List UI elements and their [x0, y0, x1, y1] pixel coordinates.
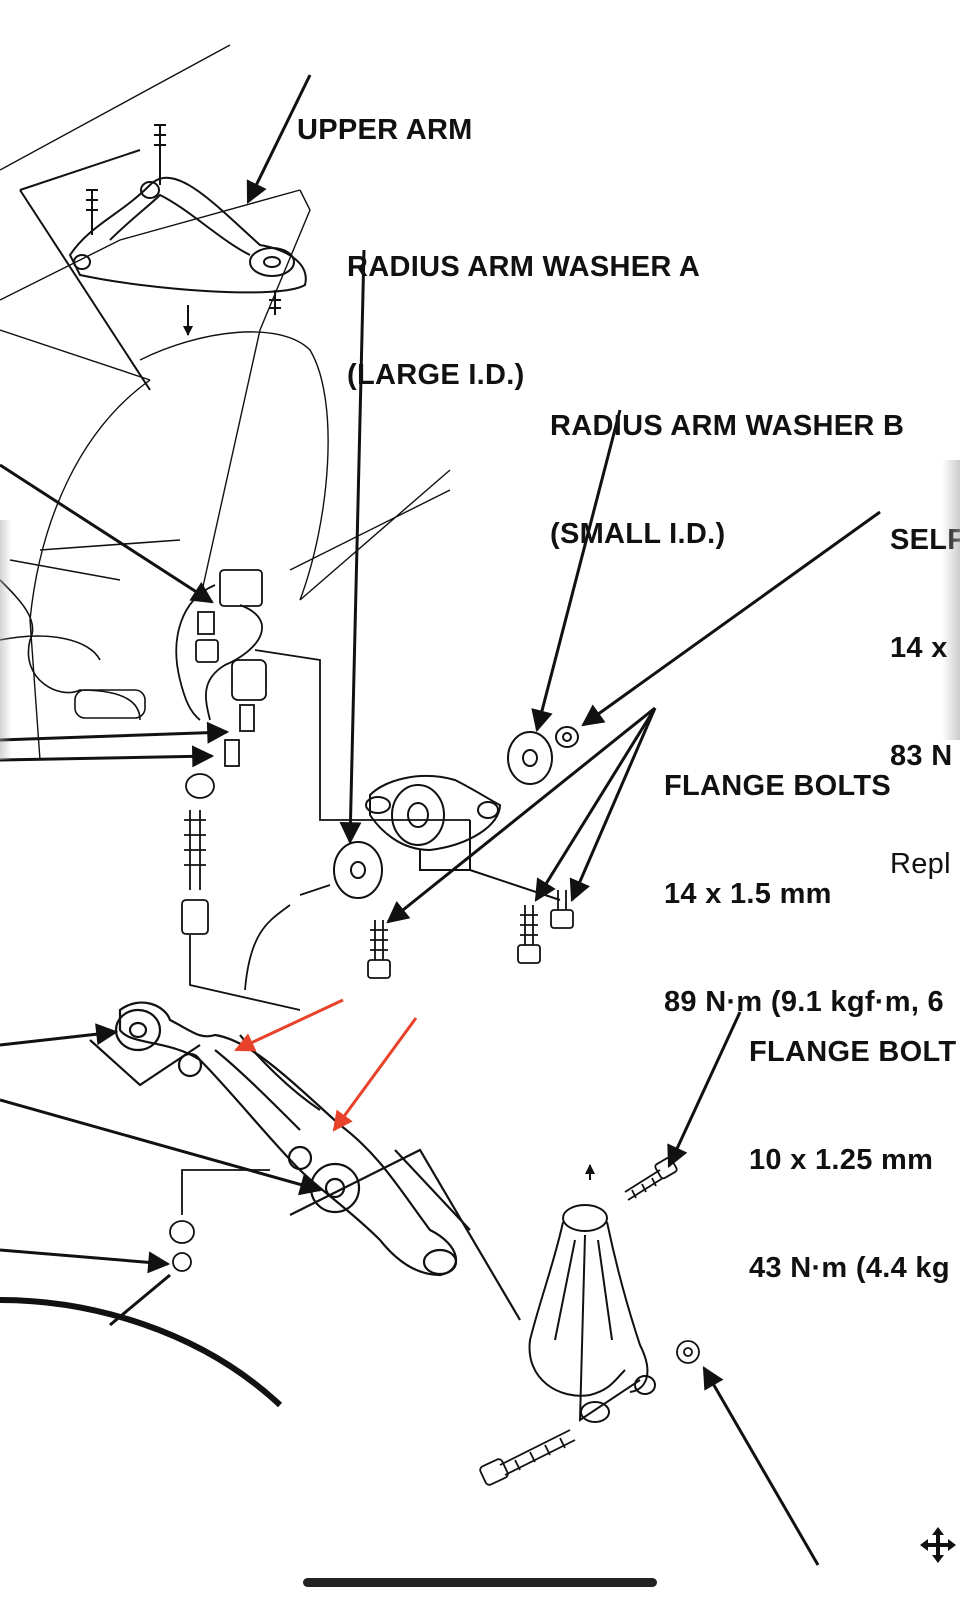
edge-shadow	[942, 460, 960, 740]
edge-shadow-left	[0, 520, 12, 760]
tire-outline	[0, 1297, 283, 1408]
lower-left-hardware	[169, 1169, 270, 1272]
label-washer-a: RADIUS ARM WASHER A (LARGE I.D.)	[347, 251, 701, 391]
radius-arm-bracket	[365, 774, 561, 901]
small-flange-bolt	[624, 1156, 678, 1201]
pivot-bolt	[479, 1340, 700, 1486]
leader-arrows	[0, 74, 881, 1566]
body-outline	[0, 44, 451, 761]
hub-parts	[0, 539, 181, 721]
home-indicator[interactable]	[303, 1578, 657, 1587]
tire-leader	[109, 1273, 171, 1327]
annotation-arrows	[234, 998, 418, 1132]
flange-bolts-parts	[244, 884, 574, 991]
red-arrow-2	[332, 1017, 418, 1132]
label-upper-arm: UPPER ARM	[297, 114, 473, 146]
red-arrow-1	[234, 998, 344, 1052]
label-washer-b: RADIUS ARM WASHER B (SMALL I.D.)	[550, 410, 905, 550]
label-self-locking-nut: SELF 14 x 83 N Repl	[890, 524, 960, 880]
lower-arm-part	[89, 1001, 521, 1321]
label-flange-bolts-14: FLANGE BOLTS 14 x 1.5 mm 89 N·m (9.1 kgf…	[664, 770, 944, 1018]
fork-part	[528, 1164, 656, 1423]
stabilizer-parts	[175, 569, 470, 1011]
label-flange-bolt-10: FLANGE BOLT 10 x 1.25 mm 43 N·m (4.4 kg	[749, 1036, 957, 1284]
move-arrows-icon[interactable]	[918, 1525, 958, 1565]
upper-arm-part	[19, 124, 307, 391]
